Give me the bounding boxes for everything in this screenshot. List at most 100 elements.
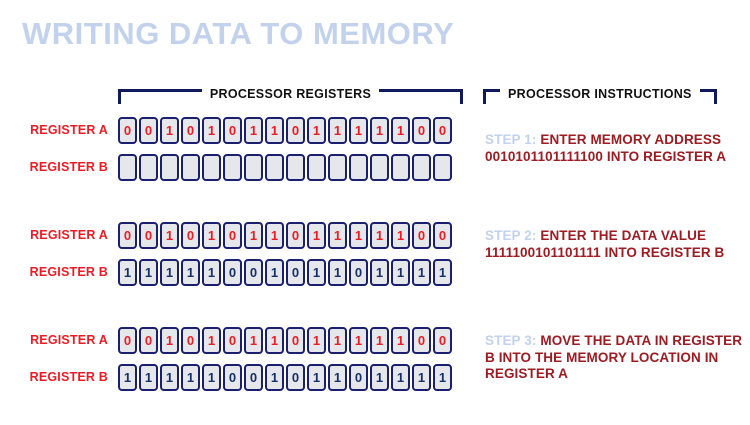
- bit-cell[interactable]: 1: [118, 363, 137, 391]
- bit-cell[interactable]: [412, 153, 431, 181]
- bit-cell[interactable]: 1: [265, 363, 284, 391]
- bit-cell[interactable]: 1: [160, 258, 179, 286]
- bit-cell[interactable]: 1: [265, 258, 284, 286]
- bit-cell[interactable]: 1: [349, 116, 368, 144]
- bit-cell[interactable]: 0: [349, 363, 368, 391]
- bit-cell[interactable]: 1: [118, 258, 137, 286]
- bit-cell[interactable]: 1: [265, 326, 284, 354]
- bit-cell[interactable]: 1: [328, 221, 347, 249]
- bit-cell[interactable]: 0: [412, 116, 431, 144]
- bit-cell[interactable]: 1: [244, 326, 263, 354]
- bit-cell[interactable]: 1: [160, 116, 179, 144]
- bit-cell[interactable]: 1: [202, 258, 221, 286]
- bit-cell[interactable]: 1: [202, 221, 221, 249]
- register-b-bits[interactable]: [118, 153, 452, 181]
- bit-cell[interactable]: 1: [328, 258, 347, 286]
- bit-cell[interactable]: 1: [202, 326, 221, 354]
- bit-cell[interactable]: 0: [181, 326, 200, 354]
- bit-cell[interactable]: 1: [139, 258, 158, 286]
- bit-cell[interactable]: 1: [307, 326, 326, 354]
- bit-cell[interactable]: 0: [433, 326, 452, 354]
- bit-cell[interactable]: 0: [433, 221, 452, 249]
- bit-cell[interactable]: 1: [370, 363, 389, 391]
- bit-cell[interactable]: 1: [160, 363, 179, 391]
- bit-cell[interactable]: 1: [391, 258, 410, 286]
- bit-cell[interactable]: 0: [286, 116, 305, 144]
- bit-cell[interactable]: 1: [160, 326, 179, 354]
- bit-cell[interactable]: 1: [370, 116, 389, 144]
- bit-cell[interactable]: 1: [370, 326, 389, 354]
- bit-cell[interactable]: 1: [307, 116, 326, 144]
- bit-cell[interactable]: [160, 153, 179, 181]
- bit-cell[interactable]: 0: [181, 221, 200, 249]
- bit-cell[interactable]: 1: [202, 363, 221, 391]
- bit-cell[interactable]: 1: [202, 116, 221, 144]
- bit-cell[interactable]: 0: [139, 326, 158, 354]
- bit-cell[interactable]: 0: [286, 363, 305, 391]
- bit-cell[interactable]: 0: [118, 116, 137, 144]
- bit-cell[interactable]: 1: [160, 221, 179, 249]
- bit-cell[interactable]: [181, 153, 200, 181]
- bit-cell[interactable]: 1: [391, 221, 410, 249]
- bit-cell[interactable]: [223, 153, 242, 181]
- bit-cell[interactable]: 1: [370, 258, 389, 286]
- bit-cell[interactable]: 0: [286, 326, 305, 354]
- bit-cell[interactable]: 0: [223, 363, 242, 391]
- bit-cell[interactable]: [202, 153, 221, 181]
- bit-cell[interactable]: 0: [244, 258, 263, 286]
- bit-cell[interactable]: 1: [328, 116, 347, 144]
- bit-cell[interactable]: 0: [139, 221, 158, 249]
- bit-cell[interactable]: 1: [265, 116, 284, 144]
- bit-cell[interactable]: 1: [391, 116, 410, 144]
- bit-cell[interactable]: 0: [118, 221, 137, 249]
- bit-cell[interactable]: 0: [223, 116, 242, 144]
- bit-cell[interactable]: 0: [139, 116, 158, 144]
- bit-cell[interactable]: 1: [433, 258, 452, 286]
- bit-cell[interactable]: 1: [328, 326, 347, 354]
- bit-cell[interactable]: 0: [223, 326, 242, 354]
- bit-cell[interactable]: 0: [349, 258, 368, 286]
- bit-cell[interactable]: 1: [307, 258, 326, 286]
- bit-cell[interactable]: [349, 153, 368, 181]
- bit-cell[interactable]: 1: [181, 258, 200, 286]
- bit-cell[interactable]: 0: [286, 258, 305, 286]
- bit-cell[interactable]: [433, 153, 452, 181]
- bit-cell[interactable]: 1: [391, 326, 410, 354]
- bit-cell[interactable]: 0: [286, 221, 305, 249]
- bit-cell[interactable]: [118, 153, 137, 181]
- bit-cell[interactable]: 0: [412, 326, 431, 354]
- bit-cell[interactable]: 1: [265, 221, 284, 249]
- bit-cell[interactable]: [328, 153, 347, 181]
- bit-cell[interactable]: [370, 153, 389, 181]
- bit-cell[interactable]: [391, 153, 410, 181]
- bit-cell[interactable]: 1: [412, 363, 431, 391]
- bit-cell[interactable]: [244, 153, 263, 181]
- bit-cell[interactable]: 1: [391, 363, 410, 391]
- bit-cell[interactable]: 1: [181, 363, 200, 391]
- bit-cell[interactable]: 0: [223, 258, 242, 286]
- bit-cell[interactable]: 0: [244, 363, 263, 391]
- bit-cell[interactable]: 1: [307, 363, 326, 391]
- bit-cell[interactable]: 1: [328, 363, 347, 391]
- bit-cell[interactable]: [265, 153, 284, 181]
- bit-cell[interactable]: 0: [181, 116, 200, 144]
- bit-cell[interactable]: 1: [412, 258, 431, 286]
- bit-cell[interactable]: 1: [349, 326, 368, 354]
- bit-cell[interactable]: 1: [349, 221, 368, 249]
- bit-cell[interactable]: 1: [139, 363, 158, 391]
- bit-cell[interactable]: 0: [433, 116, 452, 144]
- bit-cell[interactable]: [307, 153, 326, 181]
- bit-cell[interactable]: 1: [307, 221, 326, 249]
- bit-cell[interactable]: 1: [433, 363, 452, 391]
- bit-cell[interactable]: [286, 153, 305, 181]
- bit-cell[interactable]: 0: [412, 221, 431, 249]
- bit-cell[interactable]: 0: [223, 221, 242, 249]
- bit-cell[interactable]: [139, 153, 158, 181]
- bit-cell[interactable]: 1: [370, 221, 389, 249]
- bit-cell[interactable]: 1: [244, 116, 263, 144]
- bit-cell[interactable]: 1: [244, 221, 263, 249]
